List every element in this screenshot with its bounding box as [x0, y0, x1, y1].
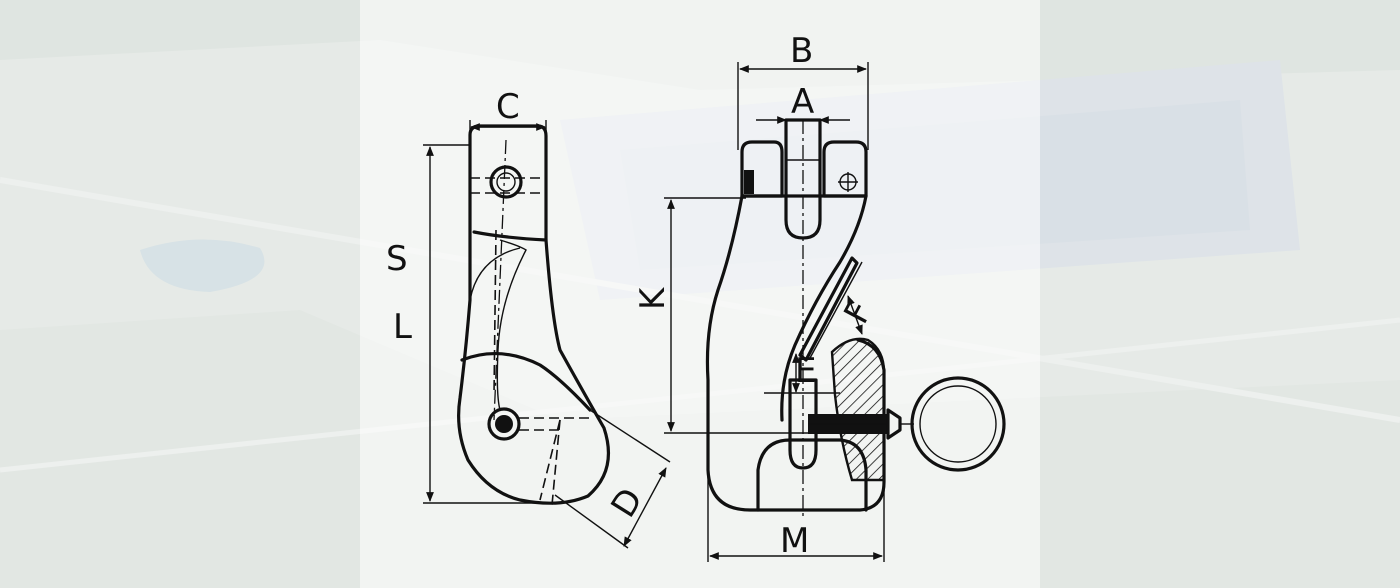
dim-label-partial: S: [386, 239, 408, 279]
dim-label-b: B: [790, 31, 813, 71]
dim-label-e: E: [795, 351, 816, 391]
dim-label-m: M: [780, 521, 809, 561]
front-view: B A K F E M: [633, 31, 1006, 562]
side-view: C L S D: [386, 87, 671, 549]
dim-label-k: K: [633, 286, 673, 310]
dim-label-c: C: [496, 87, 520, 127]
dim-label-a: A: [791, 82, 814, 122]
dim-label-l: L: [393, 307, 412, 347]
drawing-panel: [360, 0, 1040, 588]
